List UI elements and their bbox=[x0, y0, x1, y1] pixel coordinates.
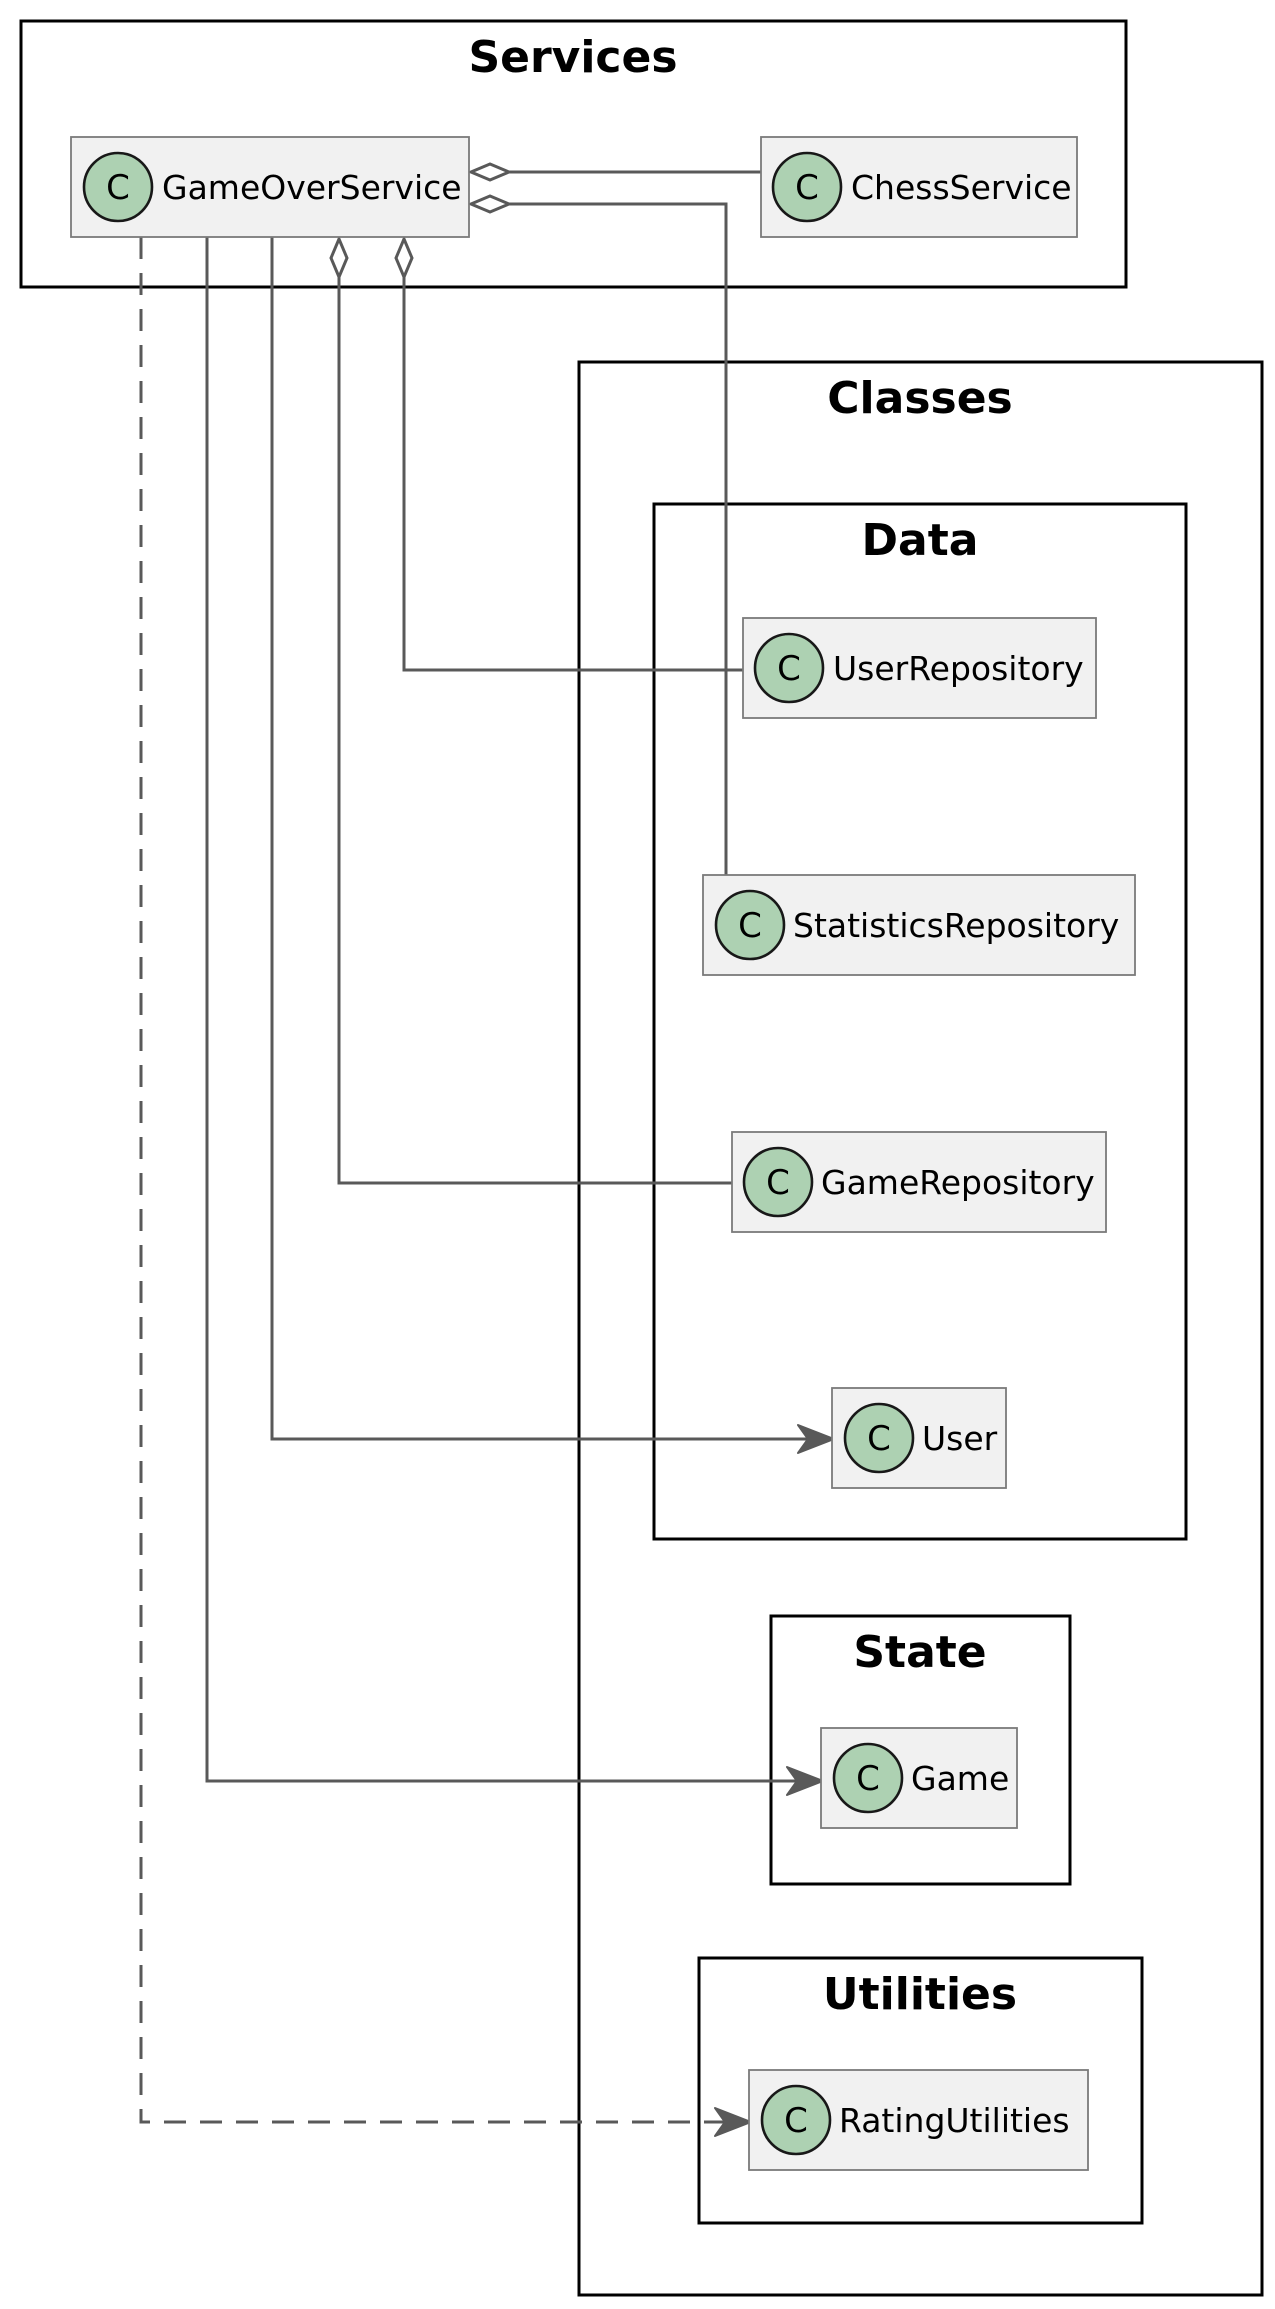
aggregation-diamond-gamerepository bbox=[329, 235, 349, 281]
class-stereotype-icon bbox=[843, 1402, 915, 1474]
edge-statisticsrepository-aggregation bbox=[467, 194, 728, 878]
package-title-utilities: Utilities bbox=[823, 1969, 1017, 2020]
class-stereotype-icon bbox=[753, 632, 825, 704]
edge-userrepository-aggregation bbox=[394, 235, 745, 672]
package-title-data: Data bbox=[862, 515, 979, 566]
class-stereotype-letter: C bbox=[784, 2101, 808, 2141]
class-stereotype-icon bbox=[832, 1742, 904, 1814]
class-name: ChessService bbox=[851, 168, 1072, 207]
class-stereotype-letter: C bbox=[106, 168, 130, 208]
class-stereotype-letter: C bbox=[856, 1759, 880, 1799]
class-stereotype-icon bbox=[82, 151, 154, 223]
class-chessservice: C ChessService bbox=[760, 136, 1078, 238]
class-name: GameRepository bbox=[821, 1163, 1095, 1202]
class-name: GameOverService bbox=[162, 168, 462, 207]
class-stereotype-icon bbox=[771, 151, 843, 223]
class-ratingutilities: C RatingUtilities bbox=[748, 2069, 1089, 2171]
edge-gameoverservice-user bbox=[270, 237, 835, 1454]
edge-chessservice-aggregation bbox=[467, 162, 765, 182]
class-name: UserRepository bbox=[833, 649, 1084, 688]
edge-gamerepository-aggregation bbox=[329, 235, 735, 1185]
class-gameoverservice: C GameOverService bbox=[70, 136, 470, 238]
class-stereotype-letter: C bbox=[766, 1163, 790, 1203]
class-stereotype-letter: C bbox=[777, 649, 801, 689]
class-stereotype-letter: C bbox=[738, 906, 762, 946]
class-name: Game bbox=[911, 1759, 1009, 1798]
class-statisticsrepository: C StatisticsRepository bbox=[702, 874, 1136, 976]
package-title-classes: Classes bbox=[827, 373, 1012, 424]
class-stereotype-letter: C bbox=[795, 168, 819, 208]
class-name: RatingUtilities bbox=[839, 2101, 1070, 2140]
class-gamerepository: C GameRepository bbox=[731, 1131, 1107, 1233]
class-stereotype-icon bbox=[714, 889, 786, 961]
package-title-services: Services bbox=[468, 32, 677, 83]
arrowhead-user bbox=[797, 1424, 835, 1454]
aggregation-diamond-statisticsrepository bbox=[467, 194, 513, 214]
arrowhead-ratingutilities bbox=[714, 2107, 752, 2137]
class-userrepository: C UserRepository bbox=[742, 617, 1097, 719]
package-title-state: State bbox=[853, 1627, 986, 1678]
aggregation-diamond-userrepository bbox=[394, 235, 414, 281]
edge-gameoverservice-ratingutilities bbox=[139, 237, 752, 2137]
class-user: C User bbox=[831, 1387, 1007, 1489]
class-game: C Game bbox=[820, 1727, 1018, 1829]
edge-gameoverservice-game bbox=[205, 237, 824, 1796]
class-name: User bbox=[922, 1419, 998, 1458]
class-stereotype-icon bbox=[760, 2084, 832, 2156]
aggregation-diamond-chessservice bbox=[467, 162, 513, 182]
class-name: StatisticsRepository bbox=[793, 906, 1119, 945]
arrowhead-game bbox=[786, 1766, 824, 1796]
class-stereotype-letter: C bbox=[867, 1419, 891, 1459]
class-stereotype-icon bbox=[742, 1146, 814, 1218]
